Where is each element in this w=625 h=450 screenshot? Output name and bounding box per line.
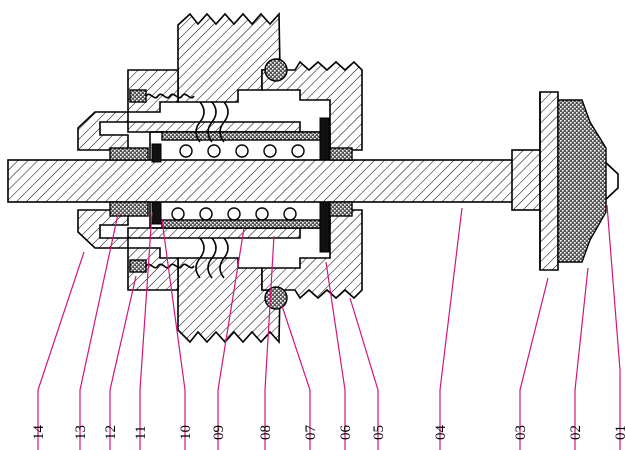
callout-label-08: 08 — [258, 425, 274, 440]
callout-label-04: 04 — [433, 425, 449, 441]
callout-label-07: 07 — [303, 425, 319, 441]
callout-label-09: 09 — [211, 425, 227, 440]
callout-label-11: 11 — [133, 426, 149, 440]
housing-body — [77, 11, 363, 151]
seal-ring-right-lower — [329, 201, 353, 217]
o-ring-lower — [264, 286, 288, 310]
spring-seat-right-lower — [319, 201, 330, 253]
callout-label-01: 01 — [613, 425, 625, 440]
housing-body-lower — [77, 209, 363, 345]
callout-label-03: 03 — [513, 425, 529, 440]
sleeve-liner-lower — [161, 219, 321, 229]
callout-label-13: 13 — [73, 425, 89, 440]
o-ring-upper — [264, 58, 288, 82]
callout-label-10: 10 — [178, 425, 194, 440]
hub-collar — [511, 149, 543, 211]
seal-ring-right-upper — [329, 147, 353, 161]
spring-seat-left-upper — [151, 143, 162, 163]
callout-labels: 01 02 03 04 05 06 07 08 09 10 11 12 13 1… — [31, 425, 625, 441]
callout-label-02: 02 — [568, 425, 584, 440]
spring-seat-right-upper — [319, 117, 330, 161]
seal-ring-left-upper — [109, 147, 149, 161]
spring-seat-left-lower — [151, 201, 162, 225]
callout-label-06: 06 — [338, 425, 354, 441]
hub-flange — [539, 91, 559, 271]
callout-label-12: 12 — [103, 425, 119, 440]
leader-lines — [37, 204, 621, 450]
callout-label-05: 05 — [371, 425, 387, 440]
flange-screws — [129, 89, 195, 273]
callout-label-14: 14 — [31, 425, 47, 441]
sleeve-liner-upper — [161, 131, 321, 141]
disc-pad — [557, 99, 607, 263]
seal-ring-left-lower — [109, 201, 149, 217]
bellows-grooves — [195, 101, 229, 279]
compression-spring — [171, 144, 305, 221]
